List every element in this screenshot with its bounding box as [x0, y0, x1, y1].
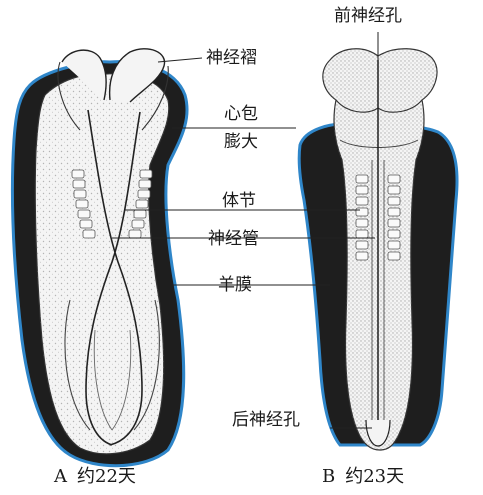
embryo-a-neural-groove — [85, 109, 143, 446]
embryo-a-figure — [10, 48, 189, 468]
leader-neural-fold — [157, 57, 203, 63]
embryo-a-somites — [71, 169, 153, 239]
label-neural-tube: 神经管 — [208, 229, 259, 249]
label-pericardial-bulge-line2: 膨大 — [224, 132, 258, 152]
caption-b: B 约23天 — [322, 462, 404, 488]
label-pericardial-bulge-line1: 心包 — [224, 104, 258, 124]
caption-b-text: 约23天 — [345, 466, 405, 487]
label-neural-fold: 神经褶 — [206, 48, 257, 68]
embryo-b-figure — [297, 48, 459, 451]
leader-lines — [112, 32, 379, 429]
label-amnion: 羊膜 — [218, 275, 252, 295]
embryo-a-neural-folds — [61, 48, 166, 103]
label-somite: 体节 — [222, 191, 256, 211]
caption-a: A 约22天 — [54, 462, 136, 488]
caption-a-letter: A — [54, 466, 67, 487]
label-anterior-neuropore: 前神经孔 — [334, 6, 402, 26]
caption-a-text: 约22天 — [77, 466, 136, 487]
label-posterior-neuropore: 后神经孔 — [232, 410, 300, 430]
caption-b-letter: B — [322, 466, 336, 487]
embryo-b-somites — [355, 174, 401, 261]
